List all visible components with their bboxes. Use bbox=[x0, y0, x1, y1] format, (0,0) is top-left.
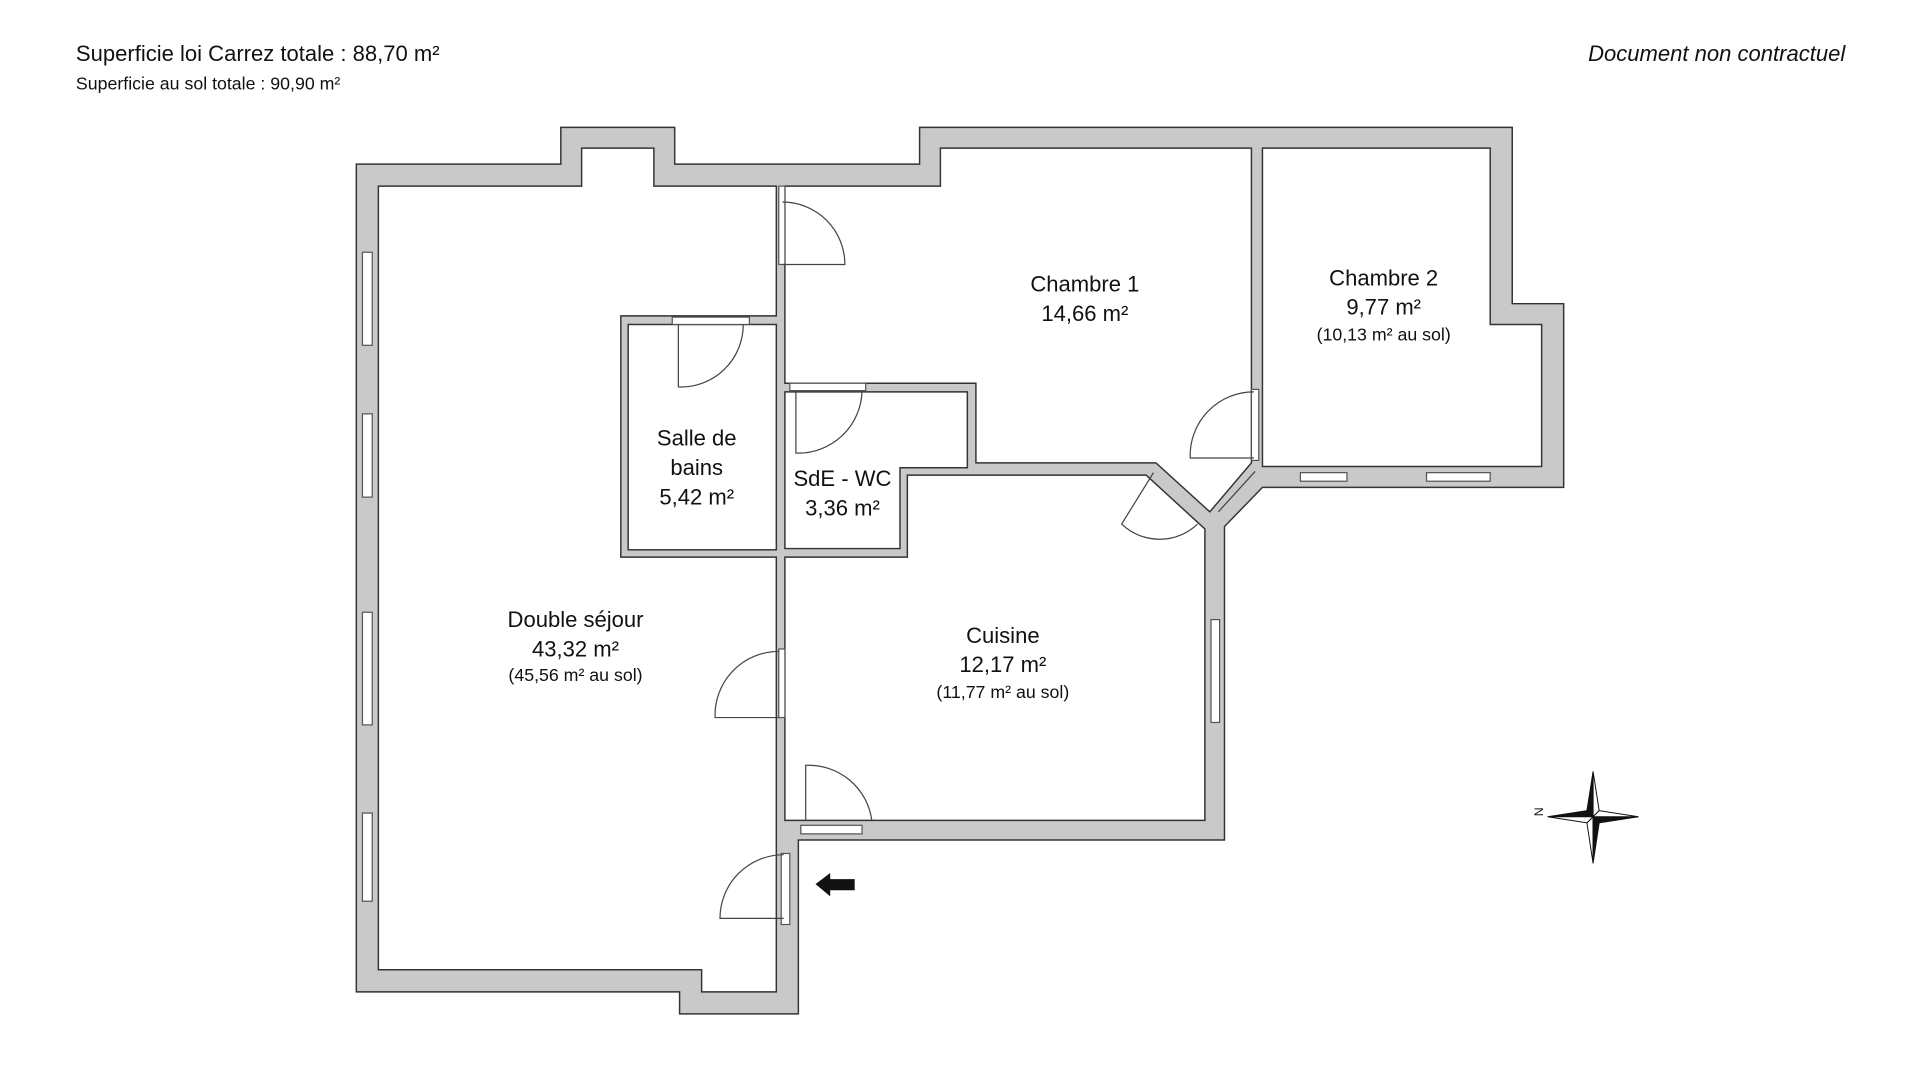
chambre2-floor-area: (10,13 m² au sol) bbox=[1317, 324, 1451, 344]
compass-north-label: N bbox=[1531, 807, 1545, 816]
sejour-floor-area: (45,56 m² au sol) bbox=[508, 665, 642, 685]
cuisine-name: Cuisine bbox=[966, 623, 1039, 648]
arrow-left-icon bbox=[815, 873, 855, 897]
chambre1-name: Chambre 1 bbox=[1030, 271, 1139, 296]
disclaimer: Document non contractuel bbox=[1588, 41, 1846, 66]
sdb-name-2: bains bbox=[670, 455, 723, 480]
sol-total: Superficie au sol totale : 90,90 m² bbox=[76, 73, 341, 93]
sejour-name: Double séjour bbox=[508, 607, 644, 632]
cuisine-area: 12,17 m² bbox=[959, 652, 1046, 677]
sde-wc-area: 3,36 m² bbox=[805, 496, 880, 521]
cuisine-floor-area: (11,77 m² au sol) bbox=[936, 682, 1069, 702]
chambre2-area: 9,77 m² bbox=[1346, 295, 1421, 320]
windows bbox=[361, 185, 1491, 926]
sdb-name-1: Salle de bbox=[657, 426, 737, 451]
doors bbox=[677, 201, 1256, 919]
sde-wc-name: SdE - WC bbox=[793, 466, 891, 491]
sdb-area: 5,42 m² bbox=[659, 484, 734, 509]
room-salle-de-bains bbox=[627, 323, 778, 551]
room-chambre1 bbox=[784, 147, 1253, 513]
room-sde-wc bbox=[784, 391, 969, 550]
room-chambre2 bbox=[1261, 147, 1543, 468]
room-sejour bbox=[377, 147, 778, 993]
chambre2-name: Chambre 2 bbox=[1329, 265, 1438, 290]
carrez-total: Superficie loi Carrez totale : 88,70 m² bbox=[76, 41, 440, 66]
room-cuisine bbox=[784, 474, 1206, 822]
sejour-area: 43,32 m² bbox=[532, 636, 619, 661]
chambre1-area: 14,66 m² bbox=[1041, 301, 1128, 326]
compass-rose-icon bbox=[1547, 771, 1639, 864]
